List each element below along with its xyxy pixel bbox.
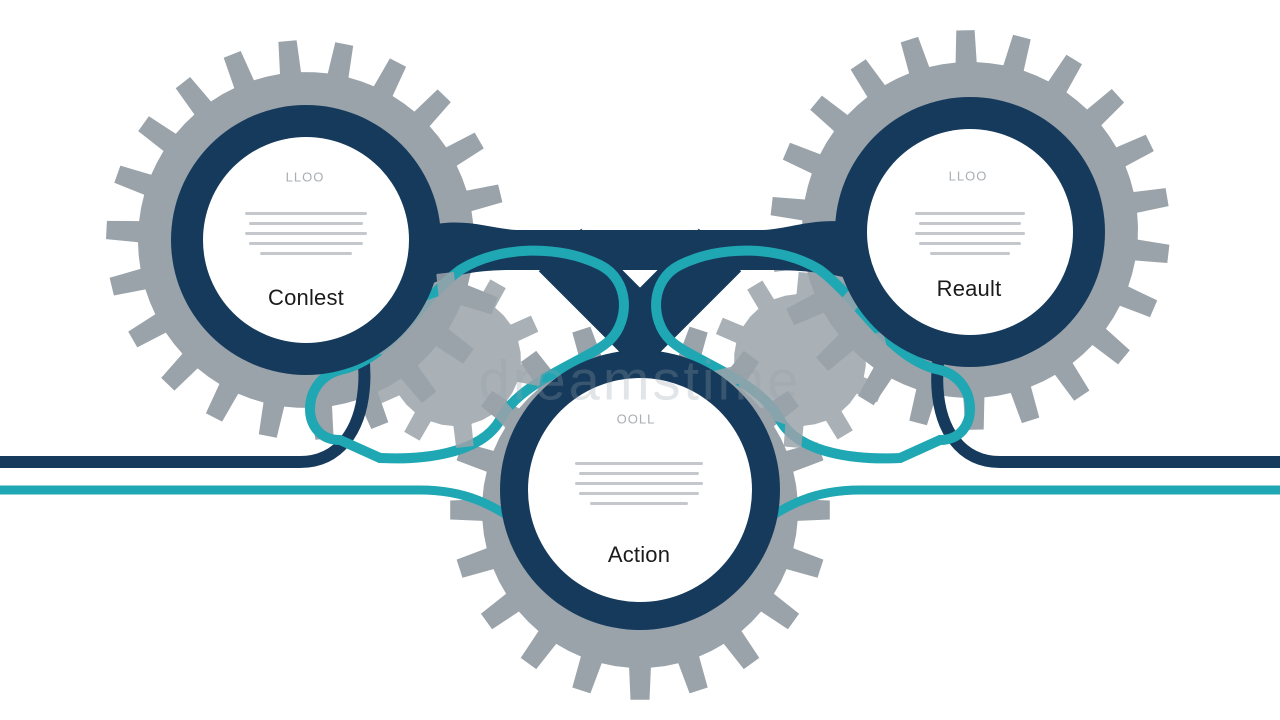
placeholder-line-action [575, 482, 703, 485]
placeholder-line-context [260, 252, 352, 255]
placeholder-line-action [590, 502, 688, 505]
node-header-action: OOLL [616, 411, 656, 427]
placeholder-line-action [575, 462, 703, 465]
placeholder-line-context [245, 232, 367, 235]
gear-small-right [712, 272, 888, 448]
placeholder-line-context [245, 212, 367, 215]
circle-action [528, 378, 752, 602]
navy-connector [360, 221, 920, 360]
node-label-action: Action [607, 542, 671, 567]
node-label-result: Reault [936, 276, 1002, 301]
placeholder-line-action [579, 492, 699, 495]
placeholder-line-result [919, 222, 1021, 225]
placeholder-line-result [915, 212, 1025, 215]
placeholder-line-result [919, 242, 1021, 245]
placeholder-line-result [915, 232, 1025, 235]
small-gear-right [712, 272, 888, 448]
placeholder-text-layer [245, 212, 1025, 505]
circle-context [203, 137, 409, 343]
placeholder-line-action [579, 472, 699, 475]
watermark-text: dreamstime [478, 348, 802, 412]
node-label-context: Conlest [268, 285, 344, 310]
placeholder-line-context [249, 242, 363, 245]
placeholder-line-context [249, 222, 363, 225]
node-header-context: LLOO [285, 169, 325, 185]
node-header-result: LLOO [948, 168, 988, 184]
placeholder-line-result [930, 252, 1010, 255]
